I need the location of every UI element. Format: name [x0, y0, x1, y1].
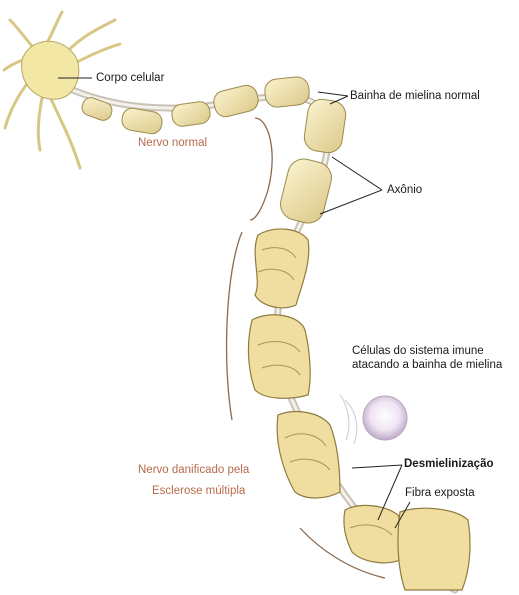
label-axon: Axônio [387, 183, 422, 197]
label-damaged-nerve-line1: Nervo danificado pela [138, 463, 249, 477]
leader-demyelination-1 [352, 465, 402, 468]
label-cell-body: Corpo celular [96, 71, 164, 85]
leader-axon-2 [320, 190, 382, 214]
cell-body [4, 12, 120, 168]
label-immune-cells: Células do sistema imune atacando a bain… [352, 344, 512, 372]
label-demyelination: Desmielinização [404, 457, 493, 471]
myelin-segments-normal [80, 76, 348, 227]
immune-cell [340, 395, 407, 444]
leader-axon-1 [332, 157, 382, 190]
normal-nerve-bracket [250, 118, 272, 220]
label-exposed-fiber: Fibra exposta [405, 486, 475, 500]
label-normal-nerve: Nervo normal [138, 136, 207, 150]
myelin-segments-damaged [248, 229, 470, 590]
label-myelin-sheath: Bainha de mielina normal [350, 89, 480, 103]
leader-lines [58, 78, 410, 528]
label-damaged-nerve-line2: Esclerose múltipla [152, 484, 245, 498]
damaged-nerve-bracket-upper [227, 232, 242, 420]
